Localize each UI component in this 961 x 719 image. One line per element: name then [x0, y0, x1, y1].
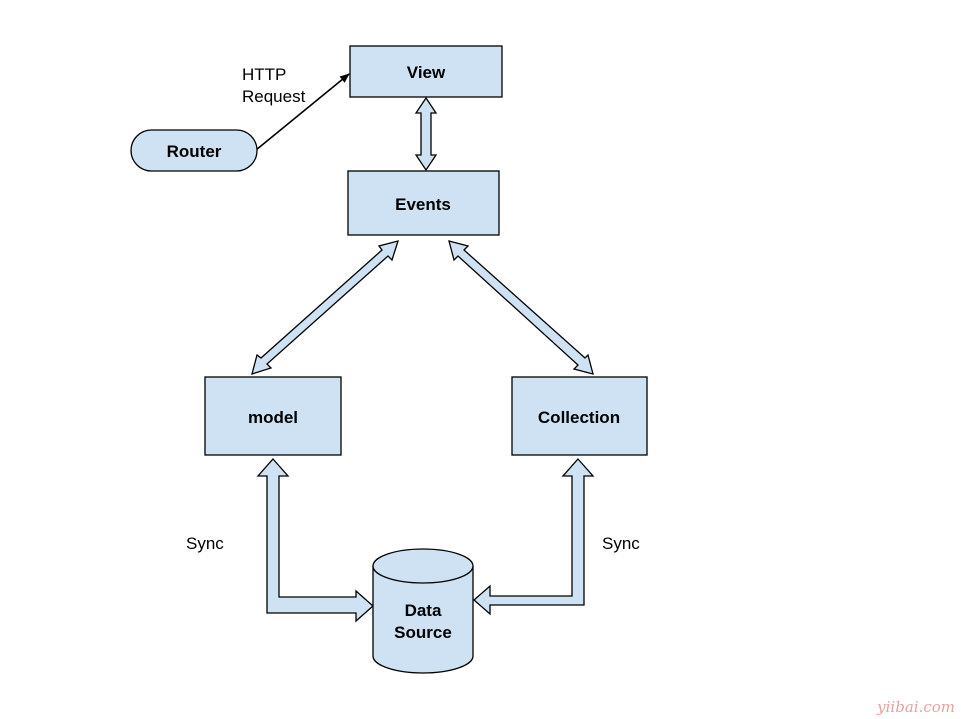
view-label: View [407, 63, 446, 82]
collection-label: Collection [538, 408, 620, 427]
collection-datasource-double-arrow [473, 458, 595, 616]
sync-label-left: Sync [186, 534, 224, 553]
router-to-view-arrow [255, 73, 350, 151]
watermark-text: yiibai.com [876, 698, 955, 716]
router-label: Router [167, 142, 222, 161]
sync-label-right: Sync [602, 534, 640, 553]
model-label: model [248, 408, 298, 427]
http-request-label-line1: HTTP [242, 65, 286, 84]
model-datasource-double-arrow [256, 458, 374, 623]
view-node: View [349, 45, 503, 98]
data-source-label-line1: Data [405, 601, 442, 620]
http-request-label-line2: Request [242, 87, 306, 106]
collection-node: Collection [511, 376, 648, 456]
model-node: model [204, 376, 342, 456]
data-source-node: Data Source [372, 548, 474, 674]
router-node: Router [130, 129, 258, 172]
events-label: Events [395, 195, 451, 214]
view-events-double-arrow [414, 96, 438, 172]
events-node: Events [347, 170, 500, 236]
data-source-label-line2: Source [394, 623, 452, 642]
events-model-double-arrow [251, 240, 399, 375]
events-collection-double-arrow [448, 240, 594, 375]
